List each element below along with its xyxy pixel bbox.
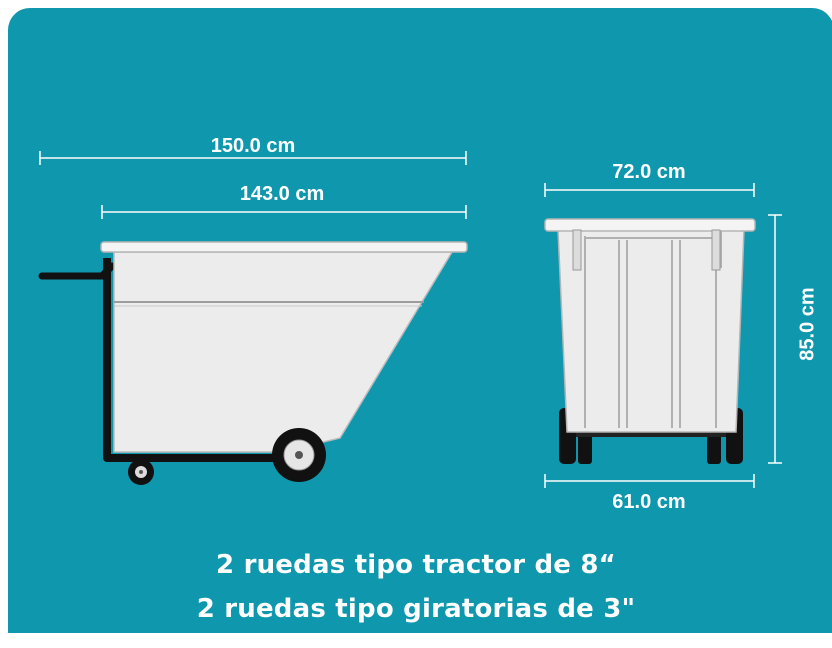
caster-wheel-icon	[128, 455, 154, 485]
body-length-dimension	[101, 205, 467, 219]
caption-tractor-wheels: 2 ruedas tipo tractor de 8“	[216, 550, 616, 580]
side-view: 150.0 cm 143.0 cm	[38, 135, 468, 485]
body-length-label: 143.0 cm	[240, 183, 325, 205]
tractor-wheel-icon	[272, 428, 326, 482]
hopper-rim-front	[544, 218, 756, 232]
width-dimension	[544, 183, 755, 197]
wheel-track-label: 61.0 cm	[612, 491, 685, 513]
front-view: 72.0 cm 85.0 cm	[544, 161, 818, 513]
height-dimension	[768, 214, 782, 464]
cart-diagram: 150.0 cm 143.0 cm	[8, 8, 832, 633]
side-frame	[103, 258, 290, 462]
height-label: 85.0 cm	[796, 287, 818, 360]
overall-length-dimension	[39, 151, 467, 165]
background	[8, 8, 832, 633]
hopper-rim-side	[100, 241, 468, 253]
overall-length-label: 150.0 cm	[211, 135, 296, 157]
wheel-track-dimension	[544, 474, 755, 488]
front-frame-bars	[576, 231, 722, 428]
width-label: 72.0 cm	[612, 161, 685, 183]
caption-caster-wheels: 2 ruedas tipo giratorias de 3"	[196, 594, 636, 624]
